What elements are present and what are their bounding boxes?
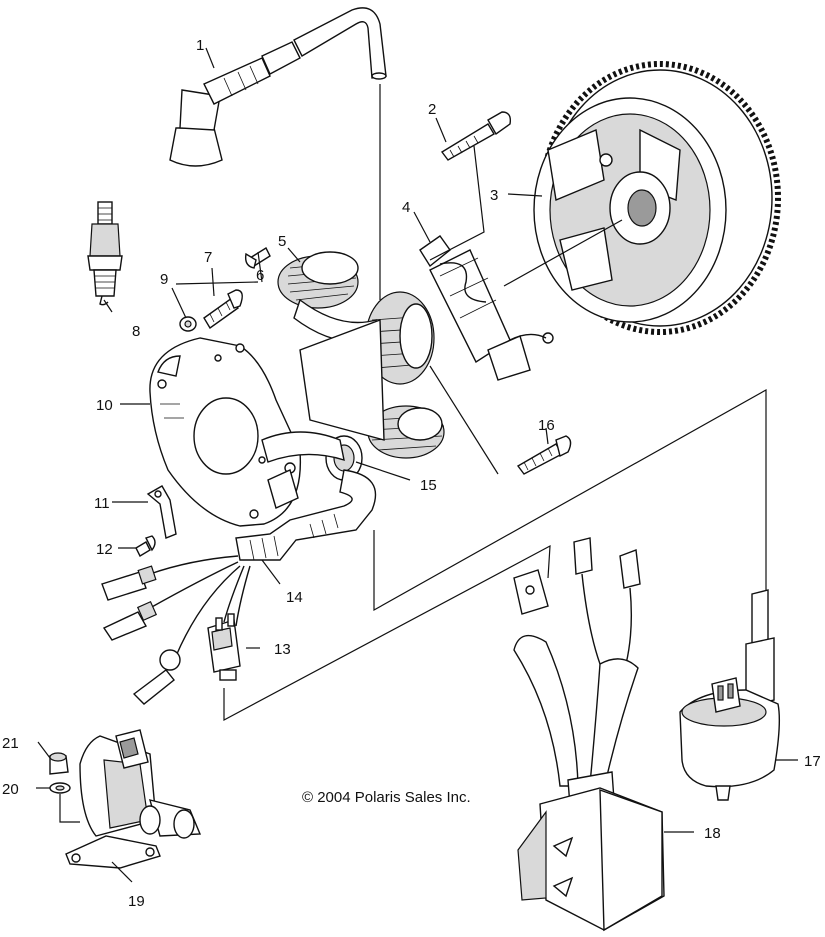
flywheel-icon [533,61,781,335]
leader-lines [36,47,798,883]
ignition-coil-icon [679,589,781,801]
copyright-text: © 2004 Polaris Sales Inc. [302,789,471,806]
connector-icon [207,613,241,681]
callout-8: 8 [132,323,140,340]
stator-plate-icon [149,337,302,527]
wire-harness-icon [101,469,377,705]
callout-15: 15 [420,477,437,494]
starter-solenoid-icon [65,729,202,869]
callout-14: 14 [286,589,303,606]
callout-6: 6 [256,267,264,284]
nut-icon [49,752,69,775]
bolt-icon [440,111,512,161]
callout-12: 12 [96,541,113,558]
callout-21: 21 [2,735,19,752]
callout-20: 20 [2,781,19,798]
callout-17: 17 [804,753,821,770]
callout-16: 16 [538,417,555,434]
screw-icon [244,246,271,269]
screw-icon [203,289,243,330]
callout-labels: 1 2 3 4 5 6 7 8 9 10 11 12 13 14 15 16 1… [2,37,821,910]
stator-coil-icon [277,251,445,459]
callout-4: 4 [402,199,410,216]
pulser-coil-icon [419,235,554,381]
callout-3: 3 [490,187,498,204]
screw-icon [135,535,156,557]
callout-19: 19 [128,893,145,910]
spark-plug-cap-icon [169,7,387,167]
callout-10: 10 [96,397,113,414]
callout-2: 2 [428,101,436,118]
callout-13: 13 [274,641,291,658]
callout-5: 5 [278,233,286,250]
callout-9: 9 [160,271,168,288]
clamp-icon [146,485,177,539]
callout-1: 1 [196,37,204,54]
callout-18: 18 [704,825,721,842]
bolt-icon [516,435,572,475]
callout-11: 11 [94,495,110,512]
spark-plug-icon [87,201,123,306]
cdi-box-icon [513,537,665,932]
callout-7: 7 [204,249,212,266]
washer-icon [49,782,71,794]
washer-icon [179,316,197,332]
